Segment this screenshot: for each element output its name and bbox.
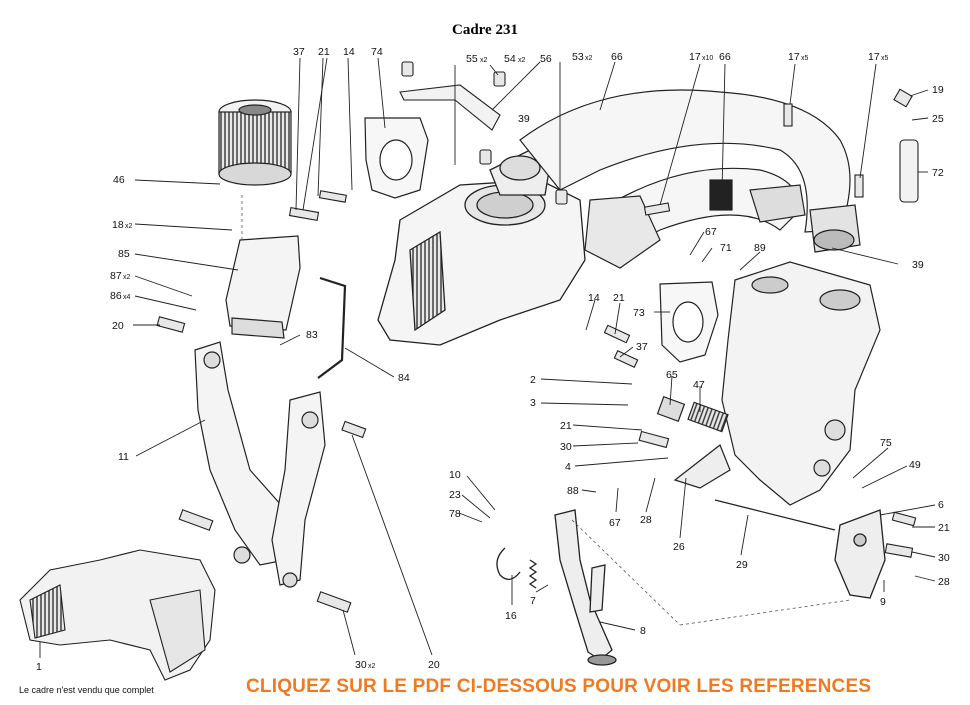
label-67: 67 (609, 517, 621, 529)
label-23: 23 (449, 489, 461, 501)
label-21: 21 (938, 522, 950, 534)
pdf-cta-link[interactable]: CLIQUEZ SUR LE PDF CI-DESSOUS POUR VOIR … (246, 676, 872, 697)
label-6: 6 (938, 499, 944, 511)
label-84: 84 (398, 372, 410, 384)
label-14: 14 (588, 292, 600, 304)
label-20: 20 (112, 320, 124, 332)
label-8: 8 (640, 625, 646, 637)
airbox-cover (225, 235, 301, 339)
label-2: 2 (530, 374, 536, 386)
label-21: 21 (560, 420, 572, 432)
label-30: 30 (560, 441, 572, 453)
label-29: 29 (736, 559, 748, 571)
label-37: 37 (636, 341, 648, 353)
label-37: 37 (293, 46, 305, 58)
label-11: 11 (118, 451, 129, 463)
label-71: 71 (720, 242, 732, 254)
label-17: 17 (788, 51, 800, 63)
qty-53: x2 (585, 55, 593, 62)
label-66: 66 (719, 51, 731, 63)
label-1: 1 (36, 661, 42, 673)
leader-lines (39, 57, 936, 658)
label-87: 87 (110, 270, 122, 282)
bush-and-spring (656, 396, 729, 433)
qty-18: x2 (125, 223, 133, 230)
label-39: 39 (518, 113, 530, 125)
label-78: 78 (449, 508, 461, 520)
label-56: 56 (540, 53, 552, 65)
label-66: 66 (611, 51, 623, 63)
part-labels: 37 21 14 74 55 x2 54 x2 56 53 x2 66 17 x… (36, 46, 950, 673)
heat-shields (364, 117, 719, 363)
label-75: 75 (880, 437, 892, 449)
label-21: 21 (318, 46, 330, 58)
qty-54: x2 (518, 57, 526, 64)
label-21: 21 (613, 292, 625, 304)
air-filter (218, 99, 292, 186)
qty-87: x2 (123, 274, 131, 281)
label-30: 30 (938, 552, 950, 564)
qty-17: x10 (702, 55, 713, 62)
qty-17: x5 (801, 55, 809, 62)
left-side-plates (194, 341, 326, 588)
label-25: 25 (932, 113, 944, 125)
label-86: 86 (110, 290, 122, 302)
label-73: 73 (633, 307, 645, 319)
rear-subframe (721, 261, 881, 506)
pivot-rod (714, 499, 886, 599)
label-16: 16 (505, 610, 517, 622)
diagram-title: Cadre 231 (452, 22, 518, 38)
spring-and-clip (496, 547, 538, 589)
breather-pipe (317, 276, 347, 379)
side-stand (554, 509, 617, 666)
qty-30: x2 (368, 663, 376, 670)
label-65: 65 (666, 369, 678, 381)
qty-86: x4 (123, 294, 131, 301)
frame-sale-note: Le cadre n'est vendu que complet (19, 685, 154, 695)
label-74: 74 (371, 46, 383, 58)
label-47: 47 (693, 379, 705, 391)
bracket-plate (673, 444, 731, 489)
label-83: 83 (306, 329, 318, 341)
label-46: 46 (113, 174, 125, 186)
label-49: 49 (909, 459, 921, 471)
bolts (156, 61, 919, 613)
label-14: 14 (343, 46, 355, 58)
label-28: 28 (640, 514, 652, 526)
label-30: 30 (355, 659, 367, 671)
label-89: 89 (754, 242, 766, 254)
label-26: 26 (673, 541, 685, 553)
qty-55: x2 (480, 57, 488, 64)
label-28: 28 (938, 576, 950, 588)
label-3: 3 (530, 397, 536, 409)
label-85: 85 (118, 248, 130, 260)
label-17: 17 (868, 51, 880, 63)
label-4: 4 (565, 461, 571, 473)
label-88: 88 (567, 485, 579, 497)
label-39: 39 (912, 259, 924, 271)
label-17: 17 (689, 51, 701, 63)
upper-tubes (519, 89, 861, 269)
label-72: 72 (932, 167, 944, 179)
qty-17: x5 (881, 55, 889, 62)
label-67: 67 (705, 226, 717, 238)
label-54: 54 (504, 53, 516, 65)
label-55: 55 (466, 53, 478, 65)
main-frame-body (377, 149, 586, 346)
label-18: 18 (112, 219, 124, 231)
label-19: 19 (932, 84, 944, 96)
label-7: 7 (530, 595, 536, 607)
frame-thumbnail (19, 549, 216, 681)
label-9: 9 (880, 596, 886, 608)
label-53: 53 (572, 51, 584, 63)
label-10: 10 (449, 469, 461, 481)
assembly-lines (241, 195, 851, 626)
label-20: 20 (428, 659, 440, 671)
